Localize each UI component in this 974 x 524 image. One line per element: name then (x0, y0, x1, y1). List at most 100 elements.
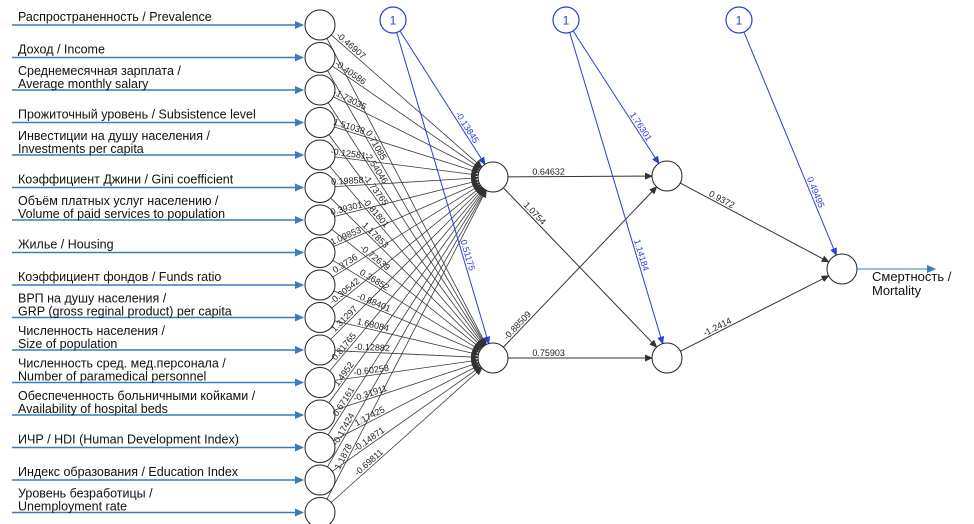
edge-input-1-to-hidden1-2 (326, 38, 487, 346)
edge-input-6-to-hidden1-1 (334, 174, 480, 187)
edge-input-9-to-hidden1-1 (332, 184, 482, 278)
edge-input-4-to-hidden1-2 (328, 134, 485, 347)
input-node-4 (304, 107, 336, 138)
weight-input-15-h2: -0.14871 (352, 425, 387, 454)
edge-input-16-to-hidden1-2 (330, 367, 483, 503)
bias-edge-h2-2 (569, 32, 665, 345)
bias-edge-output (743, 31, 837, 257)
bias-edge-h1-2-weight: 0.51175 (458, 238, 477, 271)
edge-input-10-to-hidden1-2 (334, 320, 480, 357)
input-node-13 (304, 399, 336, 431)
input-node-12 (304, 367, 336, 398)
edges-layer (326, 34, 830, 503)
edge-input-13-to-hidden1-2 (334, 361, 480, 411)
input-label-1-line-1: Распространенность / Prevalence (18, 10, 212, 24)
edge-input-14-to-hidden1-1 (327, 188, 486, 436)
weight-input-13-h2: -0.31911 (352, 383, 388, 403)
input-label-14-line-1: ИЧР / HDI (Human Development Index) (18, 433, 239, 447)
bias-node-2-label: 1 (563, 14, 570, 28)
edge-input-8-to-hidden1-2 (332, 259, 482, 351)
bias-edge-h2-1 (572, 30, 660, 165)
hidden1-node-2 (477, 342, 509, 374)
edge-input-7-to-hidden1-2 (331, 229, 483, 350)
output-node (826, 253, 858, 285)
input-label-11-line-1: Численность населения / (18, 324, 166, 338)
edge-input-15-to-hidden1-1 (327, 189, 487, 468)
input-label-5-line-1: Инвестиции на душу населения / (18, 129, 211, 143)
input-label-3-line-2: Average monthly salary (18, 77, 149, 91)
input-node-7 (304, 204, 336, 236)
bias-node-3-label: 1 (736, 14, 743, 28)
bias-node-1 (379, 6, 407, 34)
weight-input-8-h1: 1.09853 (329, 225, 363, 247)
weight-h1-2-h2-1: -0.88509 (501, 309, 533, 342)
output-label-line-1: Смертность / (872, 269, 952, 284)
input-label-7-line-2: Volume of paid services to population (18, 207, 225, 221)
bias-edge-h1-1-weight: -0.13845 (453, 110, 481, 145)
edge-input-13-to-hidden1-1 (328, 188, 485, 404)
edge-input-5-to-hidden1-2 (329, 166, 484, 348)
edge-input-8-to-hidden1-1 (333, 182, 481, 247)
edge-input-11-to-hidden1-2 (334, 350, 480, 361)
weight-input-12-h2: -0.60258 (353, 363, 390, 378)
labels-layer: -0.46907-0.405860.71085-1.73035-2.540461… (18, 10, 952, 514)
hidden1-node-1 (477, 161, 509, 193)
weight-input-10-h2: 1.68084 (356, 316, 390, 333)
edge-input-6-to-hidden1-2 (330, 197, 484, 349)
input-label-10-line-1: ВРП на душу населения / (18, 292, 167, 306)
input-label-12-line-1: Численность сред. мед.персонала / (18, 357, 226, 371)
hidden2-node-2 (651, 342, 683, 374)
edge-input-4-to-hidden1-1 (334, 126, 480, 174)
edge-input-5-to-hidden1-1 (334, 156, 480, 178)
input-label-15-line-1: Индекс образования / Education Index (18, 465, 239, 479)
weight-input-3-h1: -1.73035 (332, 87, 368, 112)
bias-edge-h1-2 (396, 32, 491, 345)
input-node-9 (304, 269, 336, 301)
edge-input-12-to-hidden1-2 (334, 357, 480, 381)
weight-h2-1-output: 0.9372 (707, 189, 736, 211)
bias-edge-h2-1-weight: 1.76301 (628, 110, 654, 143)
input-label-10-line-2: GRP (gross reginal product) per capita (18, 305, 232, 319)
edge-hidden1-1-to-hidden2-1 (507, 172, 654, 180)
weight-input-14-h1: 0.67161 (331, 385, 357, 418)
input-label-9-line-1: Коэффициент фондов / Funds ratio (18, 270, 221, 284)
weight-input-9-h2: -0.88401 (356, 291, 393, 314)
edge-input-3-to-hidden1-1 (333, 96, 481, 171)
edge-input-10-to-hidden1-1 (331, 185, 483, 309)
input-node-15 (304, 464, 336, 496)
input-node-8 (304, 237, 336, 268)
weight-input-4-h1: 1.51038 (332, 117, 366, 136)
input-label-3-line-1: Среднемесячная зарплата / (18, 64, 181, 78)
input-label-4-line-1: Прожиточный уровень / Subsistence level (18, 108, 256, 122)
edge-input-1-to-hidden1-1 (331, 34, 483, 168)
input-arrows-layer (12, 21, 936, 517)
edge-hidden2-2-to-output (680, 275, 830, 352)
bias-node-2 (552, 6, 580, 34)
weight-h1-1-h2-1: 0.64632 (532, 167, 565, 177)
bias-edge-output-weight: 0.49495 (805, 175, 827, 209)
input-label-5-line-2: Investments per capita (18, 142, 144, 156)
input-label-6-line-1: Коэффициент Джини / Gini coefficient (18, 173, 234, 187)
edge-input-9-to-hidden1-2 (333, 290, 481, 353)
edge-input-2-to-hidden1-2 (327, 70, 487, 346)
weight-input-11-h2: -0.12882 (354, 342, 390, 354)
input-node-3 (304, 74, 336, 106)
input-label-7-line-1: Объём платных услуг населению / (18, 194, 219, 208)
output-label-line-2: Mortality (872, 283, 922, 298)
input-label-2-line-1: Доход / Income (18, 43, 105, 57)
input-label-8-line-1: Жилье / Housing (18, 238, 114, 252)
input-label-16-line-2: Unemployment rate (18, 500, 127, 514)
input-node-1 (304, 9, 336, 41)
edge-input-12-to-hidden1-1 (329, 187, 484, 372)
weight-input-1-h1: -0.46907 (334, 30, 367, 61)
weight-input-16-h1: 1.1878 (333, 442, 355, 471)
input-node-16 (304, 497, 336, 524)
input-label-13-line-2: Availability of hospital beds (18, 402, 168, 416)
edge-input-11-to-hidden1-1 (330, 186, 484, 340)
bias-edge-h1-1 (399, 30, 486, 166)
weight-h1-1-h2-2: 1.0754 (522, 200, 548, 227)
edge-input-16-to-hidden1-1 (326, 189, 487, 500)
edge-input-2-to-hidden1-1 (332, 65, 482, 170)
